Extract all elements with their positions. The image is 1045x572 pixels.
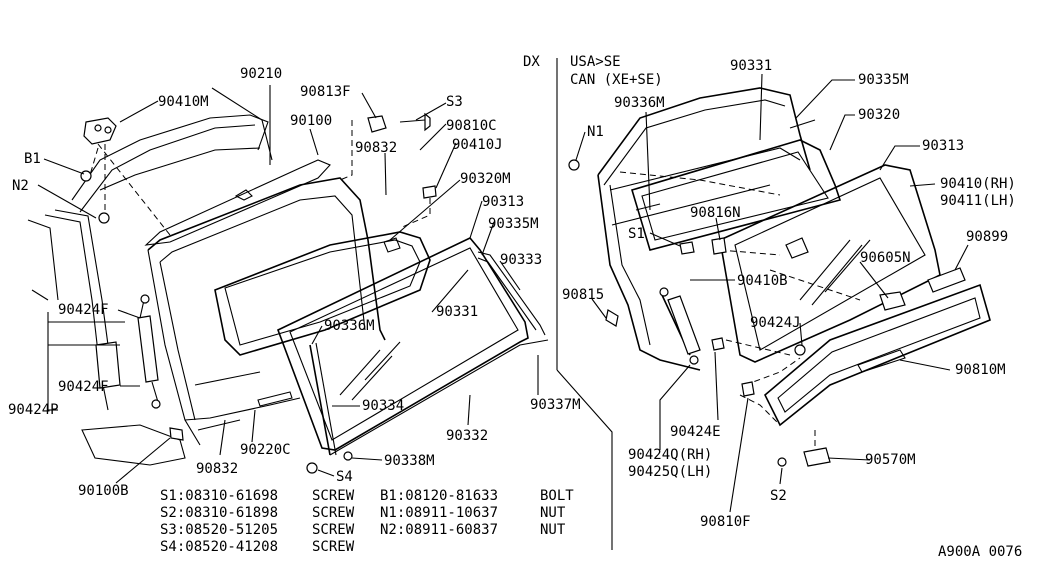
part-label-90424F-upper: 90424F (58, 302, 109, 318)
part-label-90210: 90210 (240, 66, 282, 82)
right-assembly-drawing (568, 87, 991, 467)
part-label-90424Q: 90424Q(RH) (628, 447, 712, 463)
part-label-90411LH: 90411(LH) (940, 193, 1016, 209)
part-label-90810C: 90810C (446, 118, 497, 134)
part-label-S3: S3 (446, 94, 463, 110)
part-label-90332: 90332 (446, 428, 488, 444)
part-label-90320M: 90320M (460, 171, 511, 187)
part-label-90337M: 90337M (530, 397, 581, 413)
legend-row-1-left-type: SCREW (312, 488, 355, 504)
part-label-90410RH: 90410(RH) (940, 176, 1016, 192)
part-label-90832-lower: 90832 (196, 461, 238, 477)
right-leader-lines (575, 73, 969, 513)
legend-row-1-left-code: S1:08310-61698 (160, 488, 278, 504)
legend-row-2-left-type: SCREW (312, 505, 355, 521)
part-label-90410J: 90410J (452, 137, 503, 153)
part-label-90410M: 90410M (158, 94, 209, 110)
part-label-S1: S1 (628, 226, 645, 242)
part-label-90333: 90333 (500, 252, 542, 268)
part-label-90313-left: 90313 (482, 194, 524, 210)
legend-row-2-left-code: S2:08310-61898 (160, 505, 278, 521)
part-label-90810M: 90810M (955, 362, 1006, 378)
legend-row-1-right-type: BOLT (540, 488, 574, 504)
part-label-90336M-right: 90336M (614, 95, 665, 111)
part-label-90832-upper: 90832 (355, 140, 397, 156)
part-label-90899: 90899 (966, 229, 1008, 245)
part-label-90313-right: 90313 (922, 138, 964, 154)
part-label-90410B: 90410B (737, 273, 788, 289)
part-label-90424P: 90424P (8, 402, 59, 418)
part-label-90100: 90100 (290, 113, 332, 129)
part-label-90335M-right: 90335M (858, 72, 909, 88)
part-label-90424F-lower: 90424F (58, 379, 109, 395)
part-label-90810F: 90810F (700, 514, 751, 530)
legend-row-3-left-code: S3:08520-51205 (160, 522, 278, 538)
part-label-90338M: 90338M (384, 453, 435, 469)
part-label-N1: N1 (587, 124, 604, 140)
part-label-90331-right: 90331 (730, 58, 772, 74)
part-label-90813F: 90813F (300, 84, 351, 100)
variant-dx-label: DX (523, 54, 540, 70)
part-label-S4: S4 (336, 469, 353, 485)
part-label-90334: 90334 (362, 398, 404, 414)
left-leader-lines (37, 85, 539, 484)
variant-se-label-2: CAN (XE+SE) (570, 72, 663, 88)
part-labels: DX USA>SE CAN (XE+SE) 90210 90410M 90813… (8, 54, 1016, 530)
part-label-S2: S2 (770, 488, 787, 504)
legend-row-2-right-code: N1:08911-10637 (380, 505, 498, 521)
part-label-B1: B1 (24, 151, 41, 167)
part-label-90331-left: 90331 (436, 304, 478, 320)
part-label-90320: 90320 (858, 107, 900, 123)
legend-row-2-right-type: NUT (540, 505, 566, 521)
legend-row-1-right-code: B1:08120-81633 (380, 488, 498, 504)
part-label-90220C: 90220C (240, 442, 291, 458)
part-label-90815: 90815 (562, 287, 604, 303)
left-assembly-drawing (27, 87, 549, 474)
part-label-90336M-left: 90336M (324, 318, 375, 334)
part-label-90100B: 90100B (78, 483, 129, 499)
legend-row-3-right-type: NUT (540, 522, 566, 538)
part-label-90425Q: 90425Q(LH) (628, 464, 712, 480)
part-label-90424E: 90424E (670, 424, 721, 440)
legend-row-4-left-code: S4:08520-41208 (160, 539, 278, 555)
variant-se-label-1: USA>SE (570, 54, 621, 70)
part-label-90335M-left: 90335M (488, 216, 539, 232)
legend-row-3-right-code: N2:08911-60837 (380, 522, 498, 538)
part-label-90570M: 90570M (865, 452, 916, 468)
legend-row-4-left-type: SCREW (312, 539, 355, 555)
part-label-90816N: 90816N (690, 205, 741, 221)
part-label-90424J: 90424J (750, 315, 801, 331)
drawing-id: A900A 0076 (938, 544, 1022, 560)
part-label-N2: N2 (12, 178, 29, 194)
fastener-legend: S1:08310-61698 SCREW B1:08120-81633 BOLT… (160, 488, 574, 555)
legend-row-3-left-type: SCREW (312, 522, 355, 538)
section-divider-lower (556, 369, 613, 550)
part-label-90605N: 90605N (860, 250, 911, 266)
